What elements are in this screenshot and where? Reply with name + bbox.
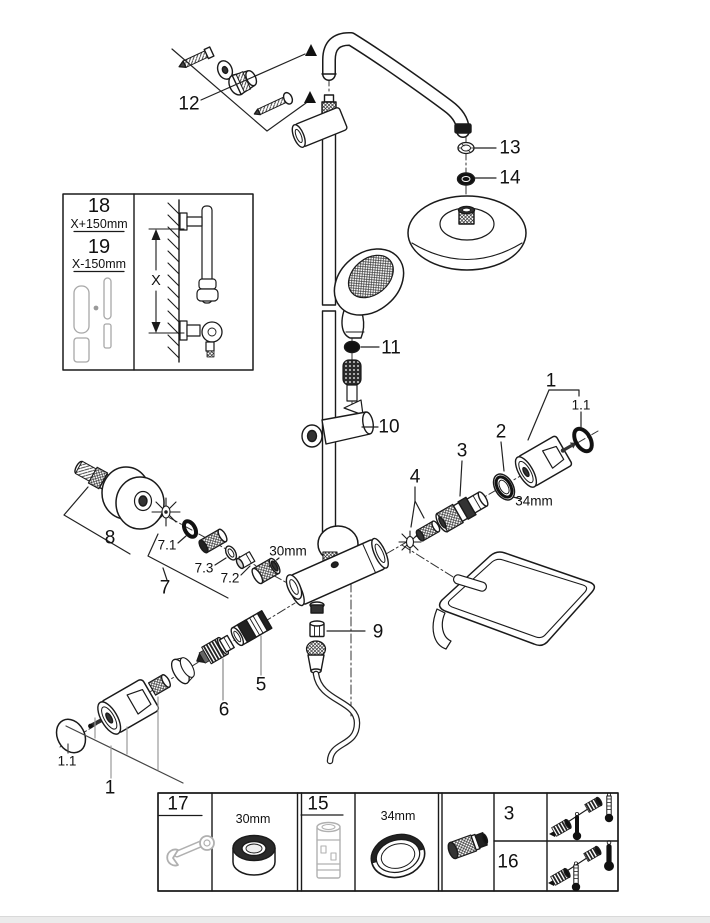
part-11-gasket [343, 340, 361, 354]
callout-part8: 8 [104, 527, 116, 549]
callout-part9: 9 [372, 621, 384, 643]
callout-part1-left: 1 [104, 777, 116, 799]
leader-lines [63, 147, 582, 784]
callout-part12: 12 [178, 93, 200, 115]
callout-part2: 2 [495, 421, 507, 443]
handle-flange-ring [170, 657, 195, 685]
nut-30mm [251, 557, 281, 585]
part-10-glide-element [301, 399, 374, 448]
page-bottom-strip [0, 916, 710, 923]
legend-row2-dimension: X-150mm [71, 256, 127, 271]
part-9-hose-nut [309, 620, 325, 638]
part-13-strainer-ring [457, 141, 475, 155]
table-tool-17-label: 17 [167, 793, 189, 815]
callout-part1-1-left: 1.1 [57, 753, 77, 769]
install-tool-15-icon [316, 821, 341, 879]
check-valve-icon [447, 832, 489, 860]
hose-connector [305, 640, 327, 674]
riser-rail [321, 114, 337, 536]
part-7-3-ring [224, 545, 238, 561]
part-4-strainer [398, 530, 422, 554]
callout-part14: 14 [499, 167, 521, 189]
part-7-1-strainer [151, 497, 181, 527]
head-shower [407, 195, 527, 271]
callout-part10: 10 [378, 416, 400, 438]
table-size-34mm-label: 34mm [380, 808, 416, 823]
callout-part1-1-right: 1.1 [571, 397, 591, 413]
table-row-part3-label: 3 [503, 803, 515, 825]
callout-part1-right: 1 [545, 370, 557, 392]
table-tool-15-label: 15 [307, 793, 329, 815]
callout-part7-3: 7.3 [194, 560, 214, 576]
part-1-1-cap-ring-right [572, 426, 594, 454]
wall-hatching [167, 199, 180, 363]
x-dimension [148, 228, 185, 334]
thermometer-calibration-icon-row16 [548, 840, 614, 892]
callout-part11: 11 [381, 337, 401, 359]
part-4-bushing [415, 520, 441, 542]
handle-adapter-cap [147, 674, 171, 696]
parts-table [157, 792, 619, 892]
legend-row1-number: 18 [87, 195, 111, 217]
wall-bracket-tee [291, 107, 348, 148]
ring-34mm-icon [370, 833, 426, 879]
table-row-part16-label: 16 [497, 851, 519, 873]
part-5-sleeve [230, 610, 273, 647]
callout-part13: 13 [499, 137, 521, 159]
size-label-34mm: 34mm [515, 493, 553, 509]
part-3-thermo-cartridge [435, 491, 489, 533]
part-6-aquadimmer-cartridge [196, 634, 235, 665]
hose-grip-nut [342, 359, 362, 402]
part-1-handle-left [97, 679, 160, 735]
part-2-stop-ring-34mm [492, 473, 516, 501]
legend-row1-dimension: X+150mm [70, 216, 128, 231]
size-label-30mm: 30mm [269, 543, 307, 559]
part-1-1-cap-left [55, 718, 87, 754]
nut-30mm-icon [232, 834, 276, 876]
callout-part4: 4 [409, 466, 421, 488]
valve-outlet [309, 601, 325, 614]
valve-left-endcap [285, 574, 303, 600]
part-12-leader-lines [171, 48, 307, 132]
part-1-handle-right [514, 435, 573, 488]
table-size-30mm-label: 30mm [235, 811, 271, 826]
part-7-knurled-sleeve [198, 528, 228, 554]
part-14-gasket [456, 172, 476, 186]
wall-mounted-column-sketch [179, 205, 223, 358]
callout-part7: 7 [159, 577, 171, 599]
shower-shelf [432, 551, 596, 650]
part-8-escutcheon [101, 466, 165, 530]
legend-x-dimension-label: X [149, 272, 163, 289]
part-7-2-bushing [235, 551, 256, 570]
callout-part5: 5 [255, 674, 267, 696]
rail-tubes-illustration [73, 277, 112, 363]
callout-part7-2: 7.2 [220, 570, 240, 586]
legend-row2-number: 19 [87, 236, 111, 258]
shower-hose [312, 670, 361, 765]
callout-part6: 6 [218, 699, 230, 721]
thermometer-calibration-icon-row3 [549, 792, 614, 841]
hand-shower [333, 248, 405, 339]
callout-part3: 3 [456, 440, 468, 462]
part-7-o-ring [181, 519, 199, 539]
shower-arm [321, 31, 472, 138]
part-12-fixing-set [171, 44, 317, 132]
wrench-icon [166, 835, 215, 867]
callout-part7-1: 7.1 [157, 537, 177, 553]
legend-box [62, 193, 254, 371]
